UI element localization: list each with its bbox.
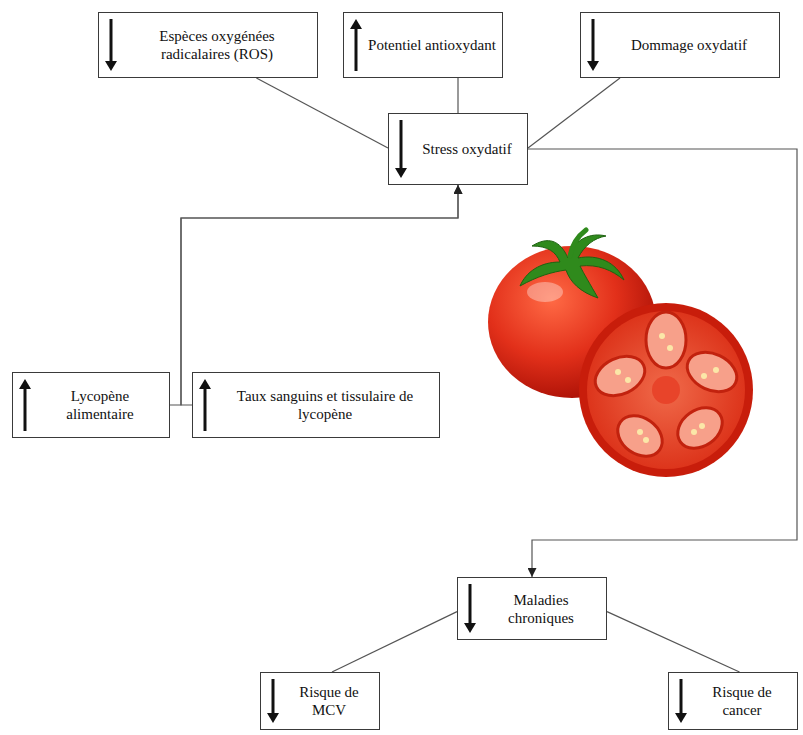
- process-box: Taux sanguins et tissulaire de lycopène: [192, 372, 440, 438]
- box-label: Maladies chroniques: [482, 591, 600, 627]
- box-label: Potentiel antioxydant: [368, 36, 496, 54]
- box-label: Risque de cancer: [693, 683, 791, 719]
- process-box: Risque de MCV: [260, 672, 380, 730]
- trend-arrow: [586, 13, 600, 77]
- process-box: Dommage oxydatif: [580, 12, 780, 78]
- box-label: Stress oxydatif: [422, 140, 512, 158]
- trend-arrow: [394, 114, 408, 184]
- trend-arrow: [18, 373, 32, 437]
- process-box: Risque de cancer: [668, 672, 798, 730]
- trend-arrow: [266, 673, 280, 729]
- box-label: Dommage oxydatif: [631, 36, 747, 54]
- connector: [332, 612, 457, 672]
- trend-arrow: [349, 13, 363, 77]
- box-label: Espèces oxygénées radicalaires (ROS): [123, 27, 311, 63]
- trend-arrow: [674, 673, 688, 729]
- trend-arrow: [463, 578, 477, 639]
- connector: [528, 78, 620, 148]
- cut-tomato: [579, 303, 753, 477]
- connector: [528, 149, 797, 577]
- box-label: Lycopène alimentaire: [37, 387, 163, 423]
- trend-arrow: [198, 373, 212, 437]
- process-box: Lycopène alimentaire: [12, 372, 170, 438]
- box-label: Taux sanguins et tissulaire de lycopène: [217, 387, 433, 423]
- trend-arrow: [104, 13, 118, 77]
- connector: [457, 78, 458, 113]
- process-box: Stress oxydatif: [388, 113, 528, 185]
- process-box: Potentiel antioxydant: [343, 12, 503, 78]
- box-label: Risque de MCV: [285, 683, 373, 719]
- process-box: Espèces oxygénées radicalaires (ROS): [98, 12, 318, 78]
- connector: [607, 612, 740, 672]
- connector: [256, 78, 388, 148]
- process-box: Maladies chroniques: [457, 577, 607, 640]
